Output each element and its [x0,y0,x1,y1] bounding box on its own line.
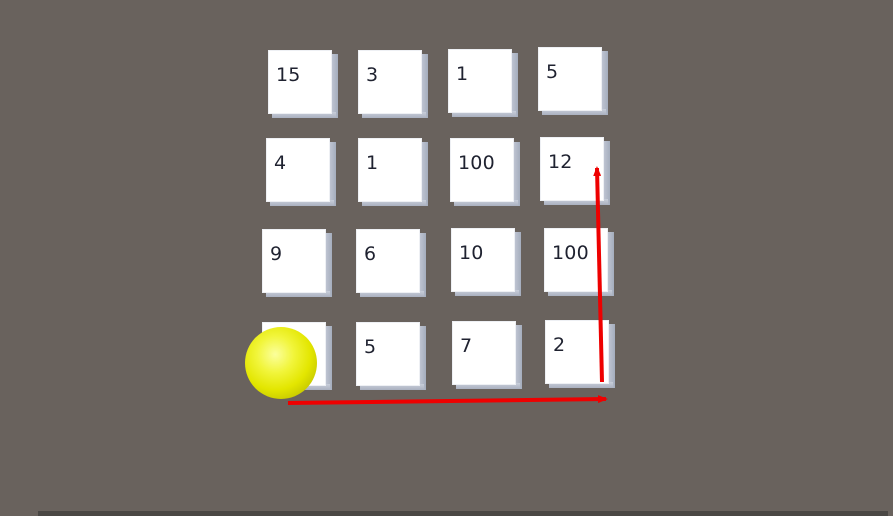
tile-value: 100 [552,242,589,264]
tile-value: 2 [553,334,566,356]
tile-value: 9 [270,243,283,265]
tile-value: 100 [458,152,495,174]
tile-value: 6 [364,243,377,265]
tile-value: 5 [546,61,559,83]
tile-value: 15 [276,64,301,86]
grid-tile: 100 [450,138,520,206]
grid-tile: 4 [266,138,336,206]
tile-value: 1 [456,63,469,85]
tile-value: 4 [274,152,287,174]
grid-tile: 2 [545,320,615,388]
tile-value: 3 [366,64,379,86]
tile-value: 10 [459,242,484,264]
grid-tile: 15 [268,50,338,118]
grid-tile: 3 [358,50,428,118]
tile-value: 5 [364,336,377,358]
tile-value: 1 [366,152,379,174]
tile-value: 7 [460,335,473,357]
grid-tile: 5 [356,322,426,390]
viewport-bottom-bar [38,511,888,516]
grid-tile: 1 [358,138,428,206]
grid-tile: 5 [538,47,608,115]
grid-tile: 100 [544,228,614,296]
grid-tile: 1 [448,49,518,117]
route-arrow-right [287,395,608,405]
grid-tile: 9 [262,229,332,297]
player-ball[interactable] [245,327,317,399]
grid-tile: 6 [356,229,426,297]
grid-tile: 10 [451,228,521,296]
tile-value: 12 [548,151,573,173]
grid-tile: 12 [540,137,610,205]
grid-tile: 7 [452,321,522,389]
